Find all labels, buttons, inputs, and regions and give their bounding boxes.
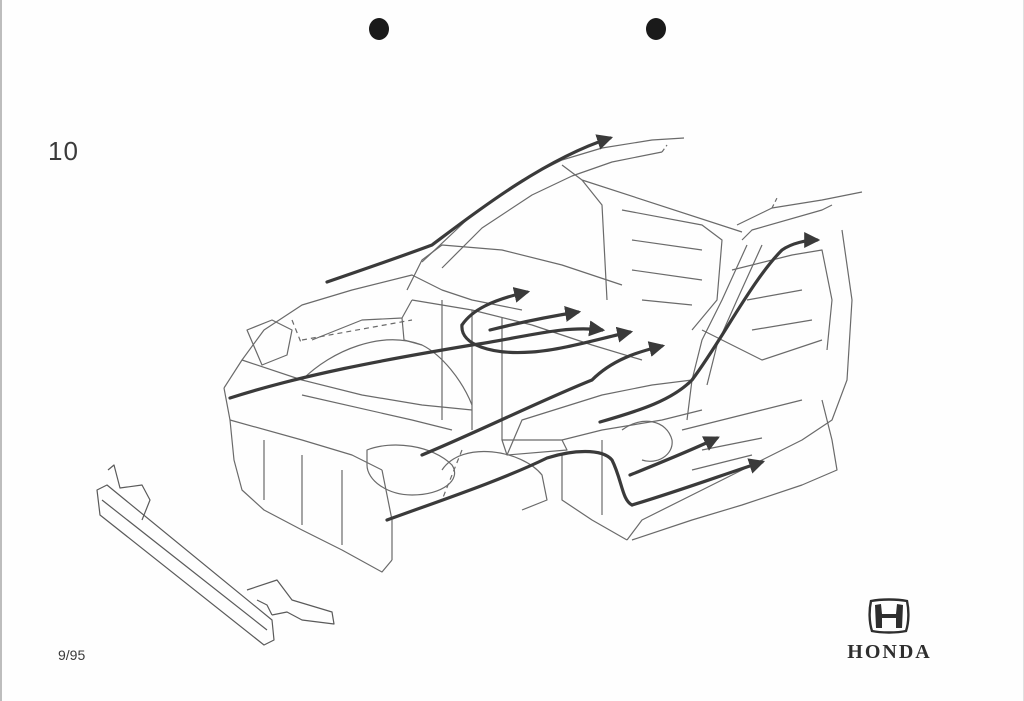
punch-hole-right [646, 18, 666, 40]
front-bumper-beam [96, 464, 335, 646]
flow-arrow-cowl-3 [488, 306, 582, 332]
honda-h-badge-icon [868, 598, 910, 634]
revision-date: 9/95 [58, 647, 86, 663]
flow-arrow-roof-rail [325, 134, 614, 284]
honda-logo: HONDA [822, 596, 957, 666]
flow-arrow-sill-path [385, 449, 634, 522]
flow-arrows [228, 134, 821, 522]
flow-arrow-cowl-2 [460, 323, 634, 355]
flow-arrow-tunnel [420, 341, 666, 457]
honda-wordmark: HONDA [847, 641, 932, 663]
page-number: 10 [48, 136, 79, 166]
body-shell-linework [223, 137, 863, 573]
punch-hole-left [369, 18, 389, 40]
flow-arrow-b-pillar [598, 232, 821, 424]
flow-arrow-front-frame [228, 320, 606, 400]
flow-arrow-rear-floor-2 [630, 458, 766, 507]
flow-arrow-cowl-1 [460, 287, 531, 327]
flow-arrow-rear-floor-1 [628, 436, 720, 477]
